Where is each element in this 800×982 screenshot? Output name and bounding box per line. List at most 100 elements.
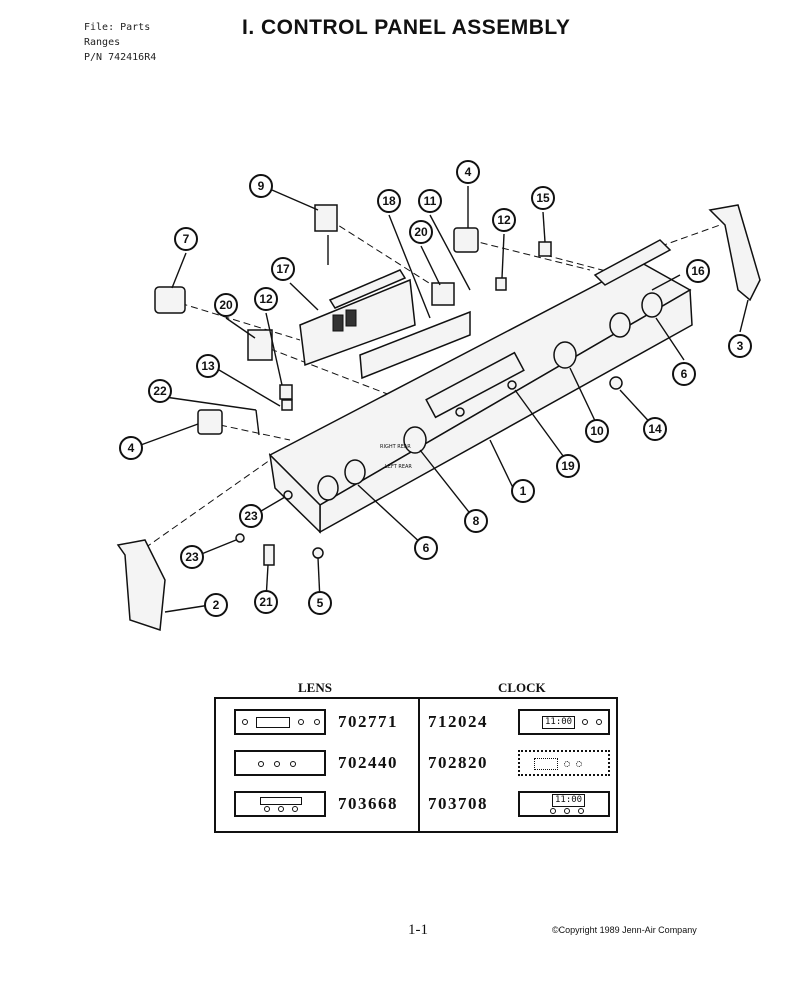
svg-text:6: 6 (423, 541, 430, 555)
clock-window (345, 309, 357, 327)
tie-22 (255, 409, 260, 436)
svg-text:13: 13 (201, 359, 215, 373)
part-number-line: P/N 742416R4 (84, 52, 157, 63)
svg-text:19: 19 (561, 459, 575, 473)
callout-12: 12 (492, 208, 516, 232)
page-number: 1-1 (408, 922, 428, 938)
table-row: 703668 703708 11:00 (216, 791, 616, 821)
switch-4-upper (453, 227, 479, 253)
bracket-9 (314, 204, 338, 232)
callout-13: 13 (196, 354, 220, 378)
callout-6: 6 (414, 536, 438, 560)
callout-16: 16 (686, 259, 710, 283)
bracket-20-left (247, 329, 273, 361)
end-cap-left (116, 539, 166, 632)
svg-text:5: 5 (317, 596, 324, 610)
callout-4: 4 (119, 436, 143, 460)
end-cap-right (708, 204, 761, 302)
callout-8: 8 (464, 509, 488, 533)
svg-text:14: 14 (648, 422, 662, 436)
callout-11: 11 (418, 189, 442, 213)
callout-18: 18 (377, 189, 401, 213)
screw-23-upper (283, 490, 293, 500)
svg-text:3: 3 (737, 339, 744, 353)
callout-5: 5 (308, 591, 332, 615)
clock-display: 11:00 (542, 716, 576, 729)
clock-display: 11:00 (552, 794, 586, 807)
clock-part-number: 702820 (428, 753, 488, 772)
clip-13 (281, 399, 293, 411)
clock-thumbnail: 11:00 (518, 791, 610, 817)
callout-12: 12 (254, 287, 278, 311)
callout-9: 9 (249, 174, 273, 198)
svg-text:18: 18 (382, 194, 396, 208)
clip-12-upper (495, 277, 507, 291)
clock-heading: CLOCK (498, 680, 546, 695)
svg-text:4: 4 (465, 165, 472, 179)
svg-text:20: 20 (219, 298, 233, 312)
assembly-line (144, 459, 271, 549)
bracket-21 (263, 544, 275, 566)
svg-text:2: 2 (213, 598, 220, 612)
control-panel-body (268, 239, 693, 534)
leader-lines (137, 186, 749, 613)
svg-text:16: 16 (691, 264, 705, 278)
exploded-diagram: RIGHT REAR LEFT REAR (116, 160, 761, 632)
table-row: 702771 712024 11:00 (216, 709, 616, 739)
svg-text:21: 21 (259, 595, 273, 609)
screw-5 (312, 547, 324, 559)
callout-4: 4 (456, 160, 480, 184)
file-header: File: Parts Ranges P/N 742416R4 (84, 20, 156, 65)
callout-3: 3 (728, 334, 752, 358)
screw-14 (609, 376, 623, 390)
svg-text:23: 23 (185, 550, 199, 564)
callout-14: 14 (643, 417, 667, 441)
callout-22: 22 (148, 379, 172, 403)
panel-knobs (317, 292, 663, 501)
svg-text:11: 11 (424, 194, 437, 208)
svg-text:22: 22 (153, 384, 167, 398)
panel-label-left-rear: LEFT REAR (385, 464, 412, 470)
svg-text:7: 7 (183, 232, 190, 246)
assembly-line (469, 239, 591, 271)
lens-heading: LENS (298, 680, 332, 695)
page-title: I. CONTROL PANEL ASSEMBLY (242, 16, 571, 39)
bracket-20-right (431, 282, 455, 306)
clock-part-number: 712024 (428, 712, 488, 731)
callout-21: 21 (254, 590, 278, 614)
assembly-line (169, 299, 301, 341)
table-divider (418, 699, 420, 831)
panel-label-right-rear: RIGHT REAR (380, 444, 411, 450)
switch-4-lower (197, 409, 223, 435)
clock-window (332, 314, 344, 332)
callout-23: 23 (239, 504, 263, 528)
clock-bracket (328, 269, 407, 309)
assembly-line (259, 344, 391, 396)
callout-1: 1 (511, 479, 535, 503)
panel-labels: RIGHT REAR LEFT REAR (380, 444, 412, 470)
file-line: File: Parts (84, 22, 151, 33)
clock-part-number: 703708 (428, 794, 488, 813)
callout-6: 6 (672, 362, 696, 386)
callout-20: 20 (214, 293, 238, 317)
svg-text:12: 12 (497, 213, 511, 227)
svg-text:6: 6 (681, 367, 688, 381)
callout-19: 19 (556, 454, 580, 478)
category-line: Ranges (84, 37, 121, 48)
clock-board (299, 278, 416, 367)
clip-12-lower (279, 384, 293, 400)
lens-part-number: 703668 (338, 794, 398, 813)
svg-text:10: 10 (590, 424, 604, 438)
callout-2: 2 (204, 593, 228, 617)
svg-text:15: 15 (536, 191, 550, 205)
svg-text:9: 9 (258, 179, 265, 193)
svg-text:12: 12 (259, 292, 273, 306)
lens-thumbnail (234, 709, 326, 735)
copyright: ©Copyright 1989 Jenn-Air Company (552, 925, 697, 935)
callout-15: 15 (531, 186, 555, 210)
callout-17: 17 (271, 257, 295, 281)
lens (359, 310, 471, 380)
lens-part-number: 702771 (338, 712, 398, 731)
svg-text:17: 17 (276, 262, 290, 276)
screw-23-lower (235, 533, 245, 543)
